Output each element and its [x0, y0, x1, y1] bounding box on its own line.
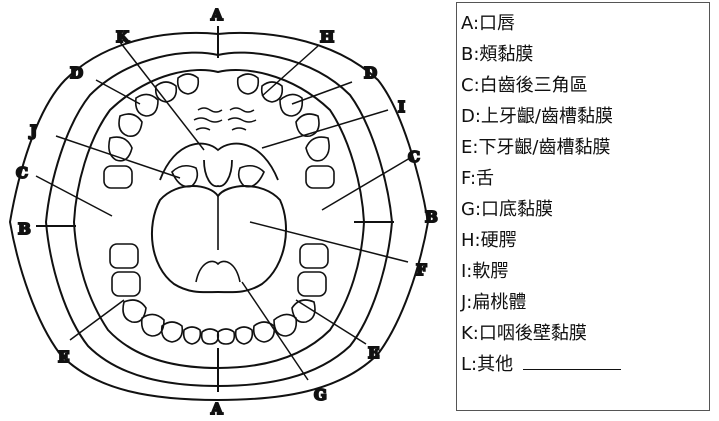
label-e-right: E: [368, 344, 379, 362]
legend-item-j: J:扁桃體: [461, 292, 527, 313]
label-a-top: A: [210, 6, 223, 24]
legend-item-e: E:下牙齦/齒槽黏膜: [461, 137, 611, 158]
legend-item-f: F:舌: [461, 168, 495, 189]
label-g: G: [314, 386, 327, 404]
legend-item-i: I:軟腭: [461, 261, 509, 282]
legend-item-b: B:頰黏膜: [461, 44, 534, 65]
legend-item-l: L:其他: [461, 349, 709, 380]
legend-box: A:口唇 B:頰黏膜 C:白齒後三角區 D:上牙齦/齒槽黏膜 E:下牙齦/齒槽黏…: [456, 2, 710, 411]
label-f: F: [416, 261, 427, 279]
label-i: I: [398, 98, 405, 116]
palate-ridges: [193, 107, 257, 131]
label-k: K: [116, 28, 130, 46]
label-d-left: D: [70, 64, 83, 82]
tonsil-left: [171, 164, 199, 188]
outer-lip-outline: [8, 31, 430, 402]
label-a-bottom: A: [210, 400, 223, 418]
leader-lines: [35, 41, 411, 381]
label-b-right: B: [425, 208, 438, 226]
label-j: J: [28, 122, 37, 140]
upper-teeth: [103, 73, 335, 189]
label-d-right: D: [364, 64, 377, 82]
legend-item-g: G:口底黏膜: [461, 199, 554, 220]
oral-cavity-diagram: A A B B C C D D E E F G H I J K: [8, 5, 439, 419]
legend-item-c: C:白齒後三角區: [461, 75, 588, 96]
legend-item-l-label: L:其他: [461, 354, 514, 375]
legend-item-k: K:口咽後壁黏膜: [461, 323, 587, 344]
label-c-left: C: [16, 164, 28, 182]
legend-item-d: D:上牙齦/齒槽黏膜: [461, 106, 613, 127]
legend-item-h: H:硬腭: [461, 230, 517, 251]
inner-lip-outline: [44, 51, 394, 388]
uvula: [203, 159, 233, 188]
tongue: [150, 185, 287, 294]
label-c-right: C: [408, 148, 420, 166]
soft-palate: [159, 142, 279, 181]
lower-teeth: [109, 243, 329, 345]
tongue-frenulum: [195, 260, 241, 283]
label-b-left: B: [18, 220, 31, 238]
label-h: H: [320, 28, 334, 46]
legend-item-a: A:口唇: [461, 13, 516, 34]
legend-item-l-blank-line: [523, 357, 622, 370]
label-e-left: E: [58, 348, 69, 366]
mouth-opening: [72, 69, 366, 370]
tonsil-right: [237, 164, 265, 188]
